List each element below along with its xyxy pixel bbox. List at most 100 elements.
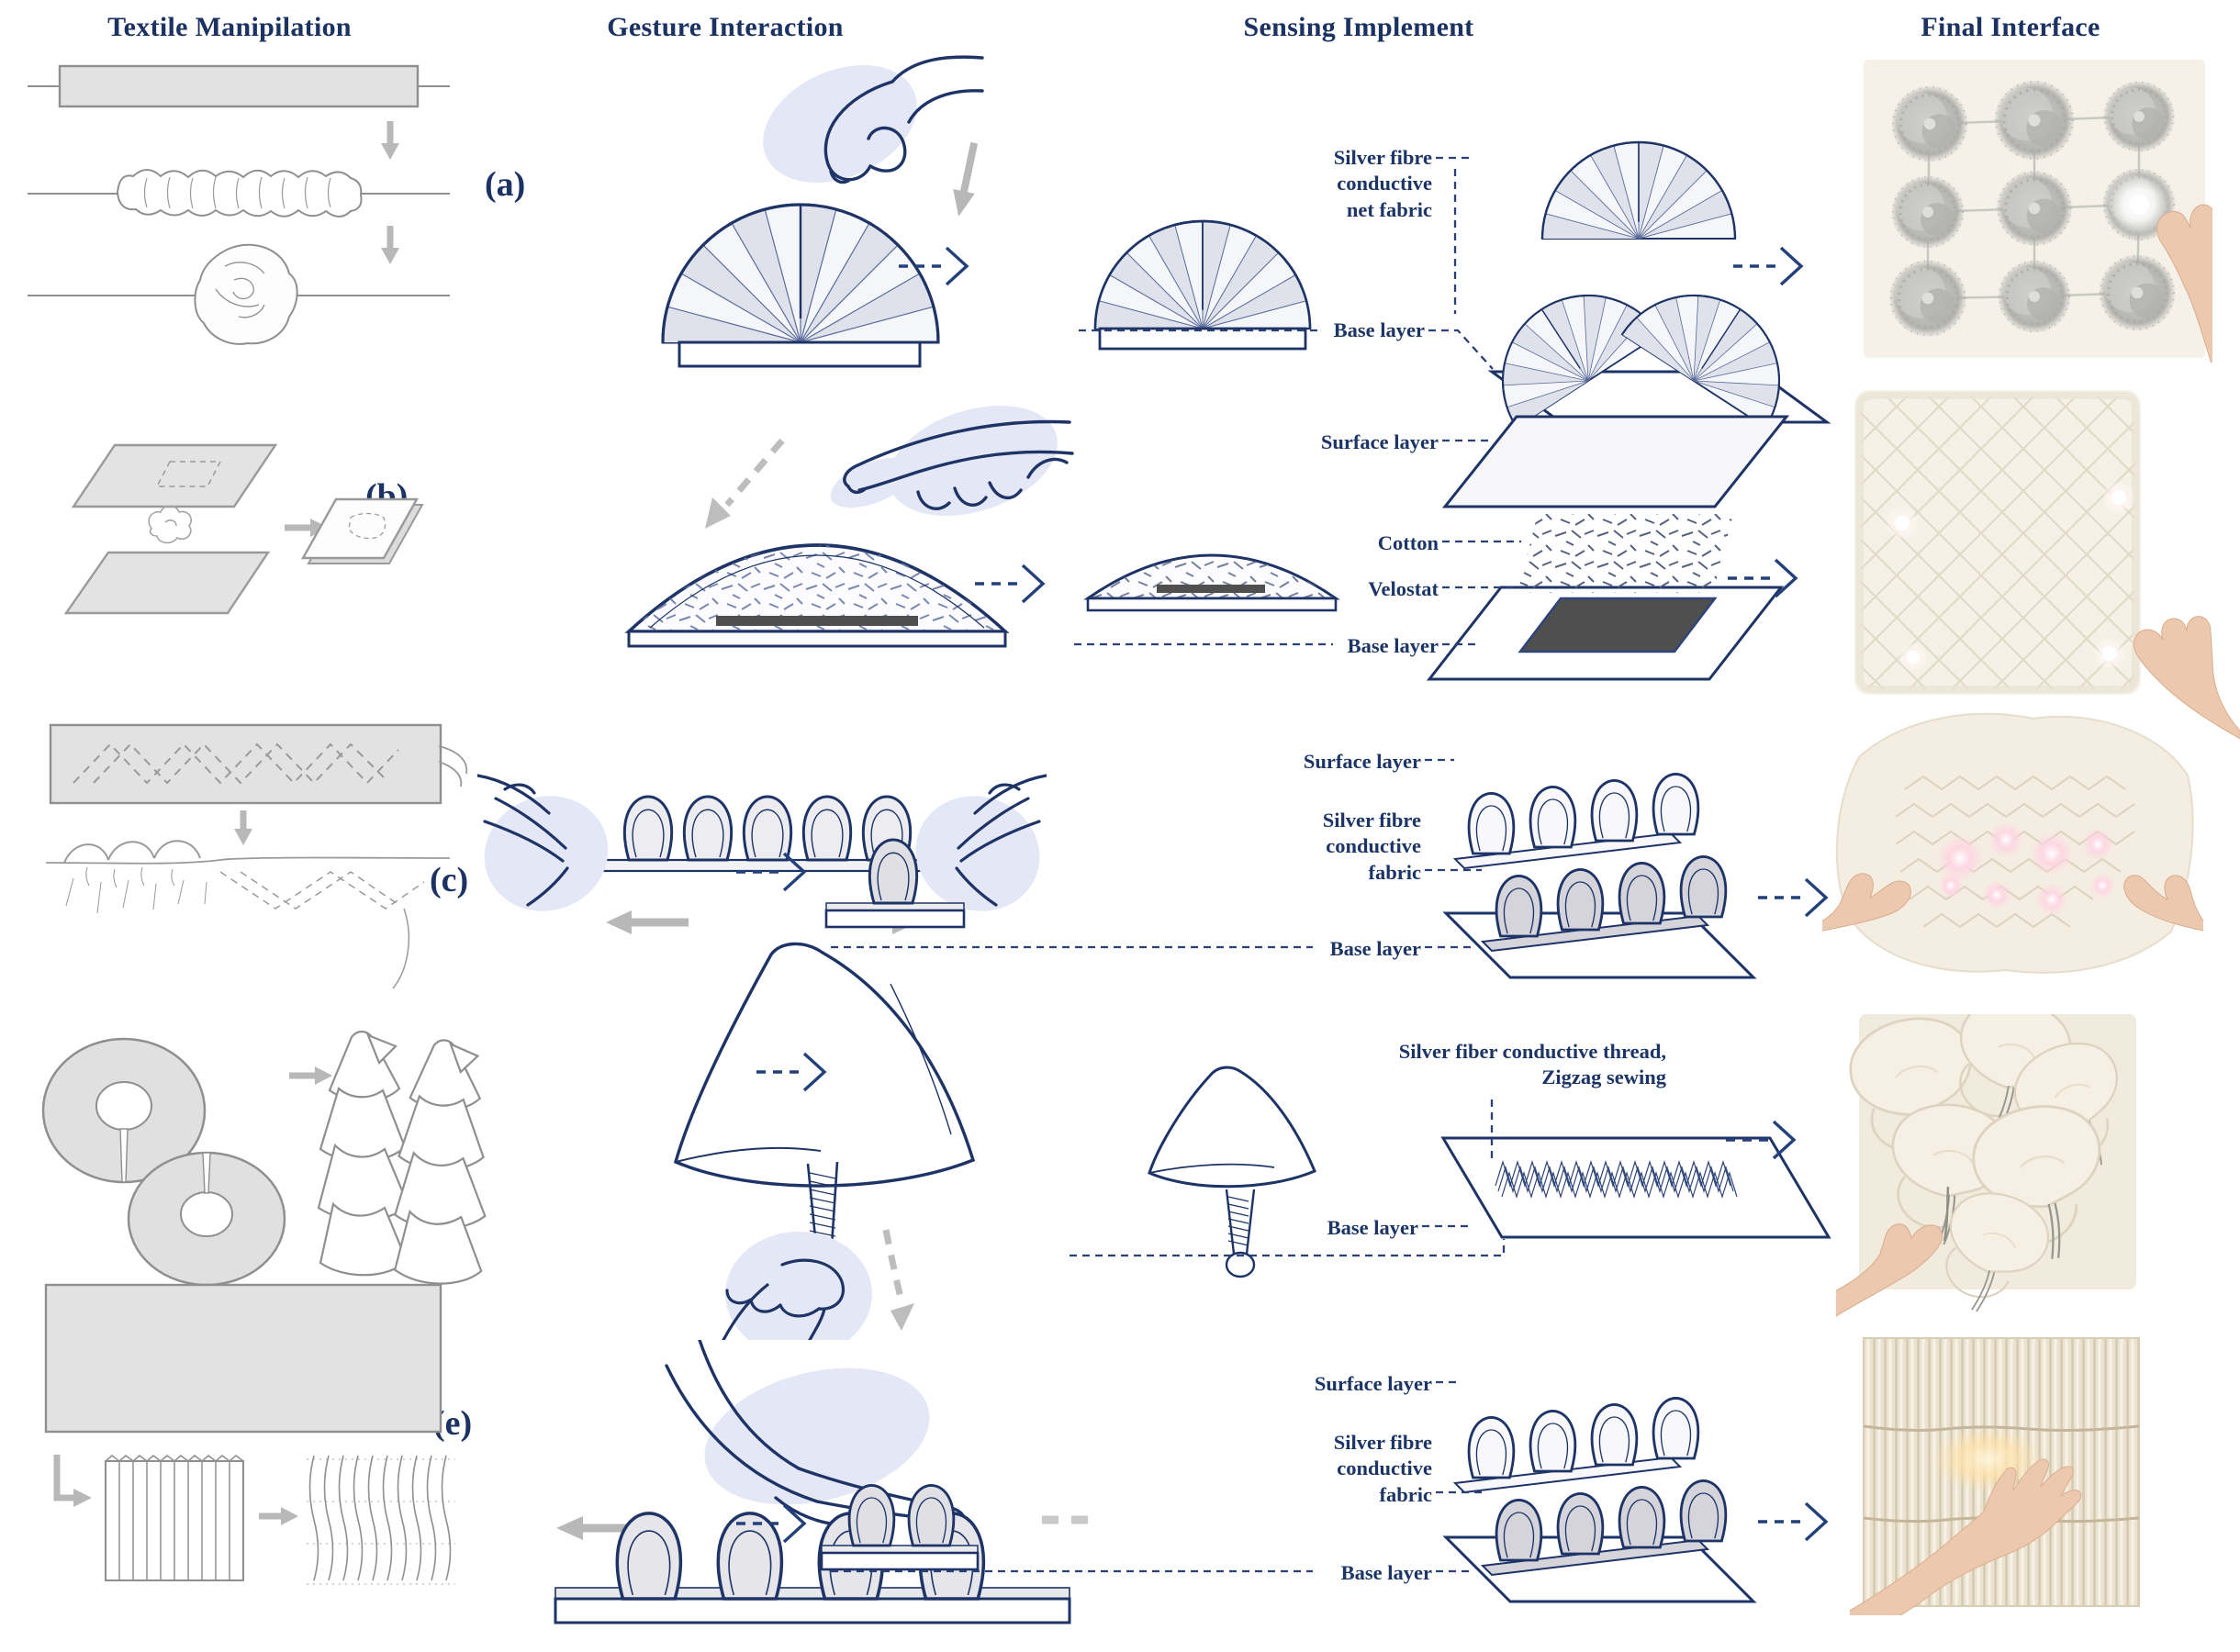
cotton-puff — [148, 505, 193, 544]
label-surface-layer: Surface layer — [1303, 750, 1421, 773]
zigzag-thread-drawing — [1070, 1066, 1831, 1278]
label-surface-layer: Surface layer — [1320, 430, 1439, 453]
small-fan-base — [1098, 327, 1307, 351]
zigzag-stitch-band — [1495, 1159, 1738, 1200]
flounce-steps-drawing — [41, 1030, 487, 1287]
cotton-filling — [1518, 514, 1733, 593]
gathering-steps-drawing — [28, 64, 450, 345]
small-fan-sensor — [1093, 219, 1312, 330]
velostat-sheet — [1518, 597, 1718, 653]
small-dome-sensor — [1083, 553, 1340, 612]
sensing-d-zigzag-thread: Silver fiber conductive thread, Zigzag s… — [1047, 1010, 1836, 1340]
dashed-arrow-d — [753, 1046, 835, 1098]
photo-smocked-fabric — [1822, 712, 2203, 974]
label-silver-fibre-fabric: Silver fibre conductive fabric — [1333, 1431, 1432, 1506]
dashed-down-arrow-icon — [882, 1229, 914, 1331]
sensing-a-net-fan: Silver fibre conductive net fabric Base … — [1047, 101, 1836, 427]
sensing-c-loop-layers: Surface layer Silver fibre conductive fa… — [808, 716, 1854, 991]
row-label-a: (a) — [485, 165, 526, 204]
swiping-hand — [665, 1340, 966, 1532]
spiral-flounce-2 — [393, 1039, 487, 1285]
down-arrow-icon — [953, 141, 979, 217]
twisted-pleats — [307, 1455, 455, 1585]
left-hand — [477, 774, 626, 931]
bottom-sheet — [63, 551, 271, 615]
sensing-b-velostat-stack: Surface layer Cotton Velostat Base layer — [1047, 404, 1836, 734]
header-final-interface: Final Interface — [1921, 12, 2100, 42]
cone-shade — [673, 942, 976, 1188]
manipulation-d-flounce — [18, 1019, 487, 1322]
dashed-arrow-to-photo — [1726, 1120, 1797, 1160]
right-arrow-icon — [259, 1507, 298, 1525]
loop-layers-drawing — [820, 1380, 1829, 1603]
small-cone-sensor — [1148, 1066, 1316, 1278]
smocking-steps-drawing — [45, 723, 468, 989]
exploded-fan-top — [1540, 140, 1737, 240]
press-fan-drawing — [661, 55, 984, 368]
dashed-arrow-a — [895, 240, 978, 292]
final-c-smocked-interface — [1822, 702, 2203, 987]
loop-layers-drawing — [824, 758, 1829, 979]
down-arrow-icon — [234, 810, 252, 845]
label-surface-layer: Surface layer — [1314, 1372, 1432, 1395]
base-layer-plate — [1440, 1136, 1831, 1239]
fabric-sheet — [44, 1283, 442, 1434]
fabric-strip — [58, 64, 420, 108]
padded-dome — [624, 543, 1010, 648]
pointing-hand — [830, 406, 1074, 516]
conductive-loop-row — [1480, 1479, 1728, 1577]
label-base-layer: Base layer — [1340, 1561, 1432, 1584]
dashed-arrow-e — [733, 1498, 815, 1549]
label-leader-lines — [1070, 1099, 1506, 1257]
conductive-loop-row — [1480, 855, 1728, 953]
photo-quilted-panel — [1854, 390, 2240, 739]
threads — [438, 745, 468, 787]
label-base-layer: Base layer — [1327, 1216, 1418, 1239]
pleating-steps-drawing — [44, 1283, 455, 1585]
manipulation-e-pleating — [28, 1276, 459, 1643]
header-sensing-implement: Sensing Implement — [1243, 12, 1474, 42]
dashed-arrow-c — [733, 846, 815, 898]
donut-patterns — [41, 1037, 286, 1287]
pulling-hand — [722, 1232, 872, 1340]
dashed-arrow-to-photo — [1758, 877, 1829, 918]
surface-loop-row — [1452, 1397, 1700, 1494]
down-arrow-icon — [381, 226, 399, 264]
sensing-e-loop-layers: Surface layer Silver fibre conductive fa… — [808, 1331, 1854, 1647]
small-loop-sensor — [824, 838, 966, 929]
dashed-arrow-to-photo — [1733, 246, 1804, 286]
padding-steps-drawing — [63, 443, 424, 615]
manipulation-b-padding — [28, 431, 431, 679]
label-velostat: Velostat — [1368, 577, 1439, 600]
label-silver-fibre-net: Silver fibre conductive net fabric — [1333, 146, 1432, 221]
label-silver-fiber-thread: Silver fiber conductive thread, Zigzag s… — [1398, 1040, 1666, 1089]
fan-base-bar — [678, 340, 922, 368]
left-stretching-hand — [1822, 873, 1911, 932]
pulled-cord — [1943, 1186, 1950, 1242]
label-leader-lines — [1074, 439, 1521, 646]
row-label-c: (c) — [430, 861, 469, 899]
smocked-result-sketch — [45, 840, 451, 989]
gesture-d-pull-cone — [588, 927, 1028, 1340]
pressing-hand — [2133, 616, 2240, 739]
press-dome-drawing — [624, 406, 1074, 648]
gesture-b-press-dome — [551, 395, 1083, 698]
gesture-e-swipe-loops — [542, 1340, 1092, 1643]
small-loop-sensor — [820, 1484, 980, 1571]
final-a-pompom-interface — [1864, 60, 2212, 363]
label-base-layer: Base layer — [1333, 318, 1425, 341]
label-base-layer: Base layer — [1329, 937, 1421, 960]
led-glow-cluster — [1936, 821, 2115, 916]
dashed-down-left-arrow-icon — [705, 438, 785, 529]
manipulation-c-smocking — [9, 711, 468, 1014]
pressing-hand — [1850, 1458, 2082, 1615]
final-d-ruffle-interface — [1836, 1014, 2148, 1317]
accordion-pleats — [105, 1455, 244, 1581]
right-stretching-hand — [2123, 875, 2203, 932]
ruffled-strip — [116, 169, 363, 218]
label-leader-lines — [831, 1380, 1482, 1573]
pull-cone-drawing — [673, 942, 976, 1340]
top-sheet — [71, 443, 278, 508]
photo-ruffle-panel — [1836, 1014, 2146, 1317]
